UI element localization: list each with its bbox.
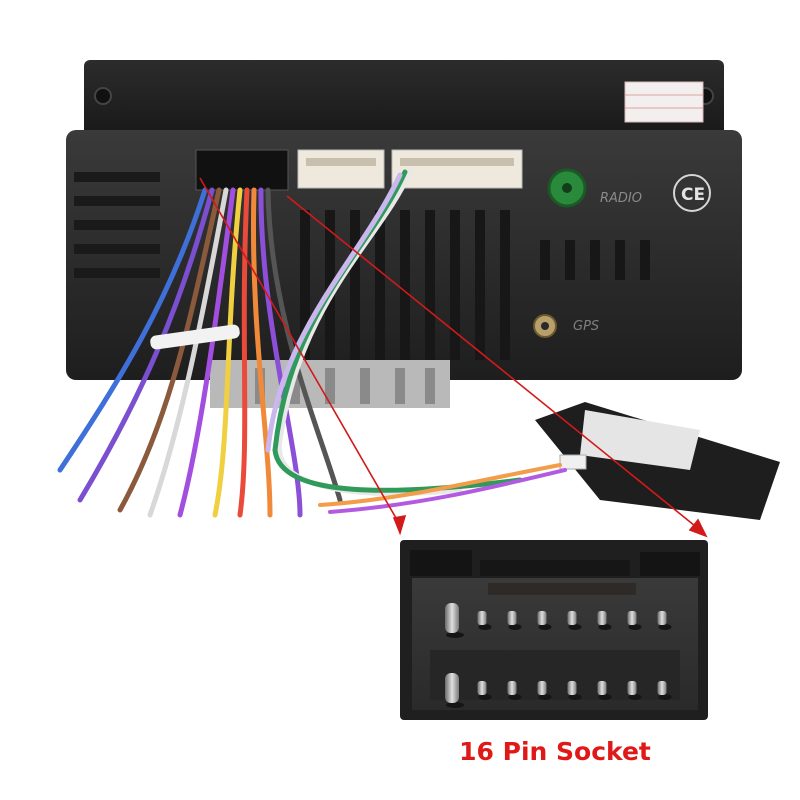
serial-sticker bbox=[624, 81, 704, 123]
pin-top-shadow bbox=[508, 624, 522, 630]
cable-tie bbox=[150, 324, 240, 350]
pin-bottom-shadow bbox=[598, 694, 612, 700]
pin-bottom bbox=[627, 681, 637, 695]
canbus-module bbox=[535, 402, 780, 520]
radio-port-label: RADIO bbox=[600, 191, 642, 206]
pin-bottom-shadow bbox=[658, 694, 672, 700]
pin-bottom bbox=[477, 681, 487, 695]
pin-bottom-shadow bbox=[446, 702, 464, 708]
aux-connector-white bbox=[297, 149, 385, 189]
pin-bottom-shadow bbox=[568, 694, 582, 700]
heat-fins-left bbox=[74, 172, 160, 278]
pin-bottom-shadow bbox=[628, 694, 642, 700]
pin-top bbox=[507, 611, 517, 625]
pin-top bbox=[627, 611, 637, 625]
wire-bundle bbox=[57, 169, 567, 518]
pin-top-shadow bbox=[538, 624, 552, 630]
gps-port-label: GPS bbox=[573, 319, 599, 334]
pin-bottom bbox=[597, 681, 607, 695]
pin-top-shadow bbox=[598, 624, 612, 630]
pin-top-shadow bbox=[658, 624, 672, 630]
pin-row-bottom bbox=[445, 673, 672, 708]
pin-bottom-shadow bbox=[508, 694, 522, 700]
pin-bottom-shadow bbox=[478, 694, 492, 700]
pin-top bbox=[537, 611, 547, 625]
pin-top-shadow bbox=[478, 624, 492, 630]
ce-mark-circle bbox=[673, 174, 711, 212]
pin-bottom bbox=[657, 681, 667, 695]
pin-top bbox=[477, 611, 487, 625]
screw-hole bbox=[94, 87, 112, 105]
pin-top bbox=[445, 603, 459, 633]
callout-lines bbox=[199, 177, 708, 538]
pin-top-shadow bbox=[628, 624, 642, 630]
pin-bottom-shadow bbox=[538, 694, 552, 700]
socket-caption: 16 Pin Socket bbox=[459, 737, 651, 766]
pin-bottom bbox=[445, 673, 459, 703]
pin-bottom bbox=[567, 681, 577, 695]
front-panel bbox=[84, 60, 724, 150]
pin-bottom bbox=[507, 681, 517, 695]
pin-top bbox=[597, 611, 607, 625]
pin-top bbox=[657, 611, 667, 625]
aux-connector-white-2 bbox=[391, 149, 523, 189]
pin-row-top bbox=[445, 603, 672, 638]
head-unit: RADIO CE GPS bbox=[66, 60, 742, 408]
ce-mark: CE bbox=[681, 185, 705, 205]
pin-top bbox=[567, 611, 577, 625]
pin-top-shadow bbox=[446, 632, 464, 638]
socket-closeup bbox=[400, 540, 708, 720]
pin-bottom bbox=[537, 681, 547, 695]
pin-top-shadow bbox=[568, 624, 582, 630]
harness-connector bbox=[195, 149, 289, 191]
heat-fins-back bbox=[300, 210, 650, 360]
